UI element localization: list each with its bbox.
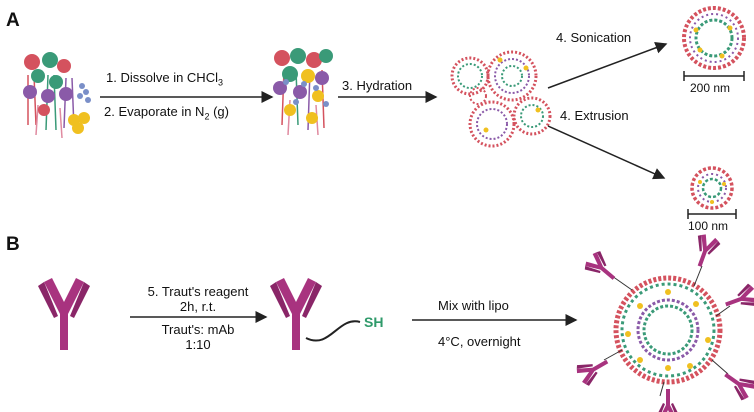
scale-label-200nm: 200 nm (690, 81, 731, 95)
mix-label: Mix with lipo (438, 298, 509, 313)
immunoliposome-icon (573, 232, 754, 412)
step1-label: 1. Dissolve in CHCl3 (106, 70, 223, 88)
step3-label: 3. Hydration (342, 78, 413, 93)
scale-label-100nm: 100 nm (688, 219, 729, 233)
step2-label: 2. Evaporate in N2 (g) (104, 104, 229, 122)
ratio-label: Traut's: mAb 1:10 (161, 322, 235, 352)
thiol-linker (305, 320, 361, 342)
panel-label-b: B (6, 234, 20, 255)
lipid-mixture-icon (23, 52, 91, 139)
multilamellar-vesicles-icon (450, 50, 552, 148)
step4-sonication-label: 4. Sonication (556, 30, 632, 45)
step5-label: 5. Traut's reagent 2h, r.t. (147, 284, 249, 314)
antibody-icon (38, 278, 90, 350)
liposome-200nm-icon (682, 6, 746, 70)
arrow-extrusion (547, 125, 666, 180)
condition-label: 4°C, overnight (438, 334, 521, 349)
scale-bar-200nm (683, 71, 745, 81)
scale-bar-100nm (687, 209, 737, 219)
step4-extrusion-label: 4. Extrusion (560, 108, 629, 123)
lipid-film-icon (273, 48, 333, 136)
thiol-group-label: SH (364, 314, 384, 330)
arrow-sonication (547, 42, 668, 89)
panel-label-a: A (6, 10, 20, 31)
thiolated-antibody-icon (270, 278, 322, 350)
liposome-100nm-icon (690, 166, 734, 210)
